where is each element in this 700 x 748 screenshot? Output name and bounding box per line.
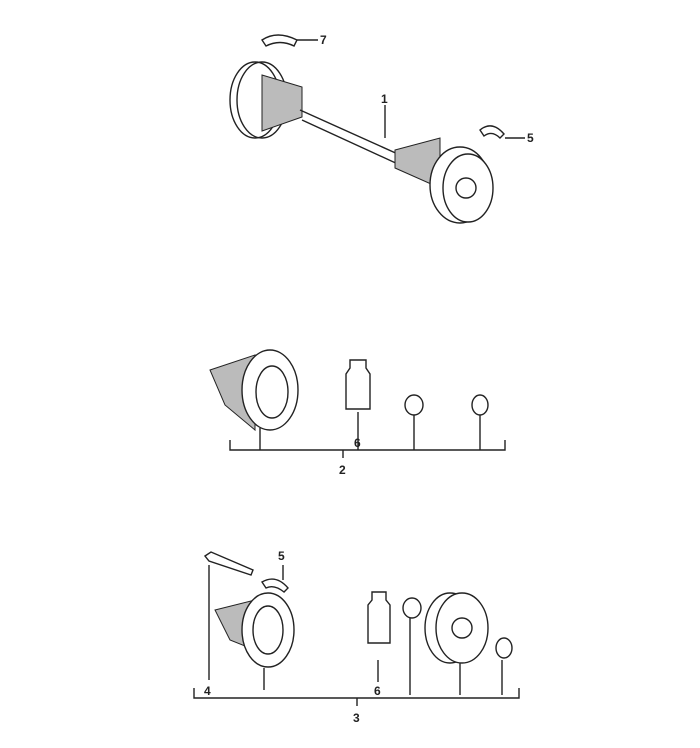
callout-1: 1: [381, 92, 388, 106]
callout-4: 4: [204, 684, 211, 698]
callout-7: 7: [320, 33, 327, 47]
joint-repair-kit: 4 5 6 3: [193, 549, 520, 725]
callout-3: 3: [353, 711, 360, 725]
callout-6-bottom: 6: [374, 684, 381, 698]
callout-5-bottom: 5: [278, 549, 285, 563]
callout-6-top: 6: [354, 436, 361, 450]
boot-repair-kit: 6 2: [209, 349, 506, 477]
callout-2: 2: [339, 463, 346, 477]
drive-shaft-assembly: 7 1 5: [229, 33, 534, 224]
callout-5-top: 5: [527, 131, 534, 145]
